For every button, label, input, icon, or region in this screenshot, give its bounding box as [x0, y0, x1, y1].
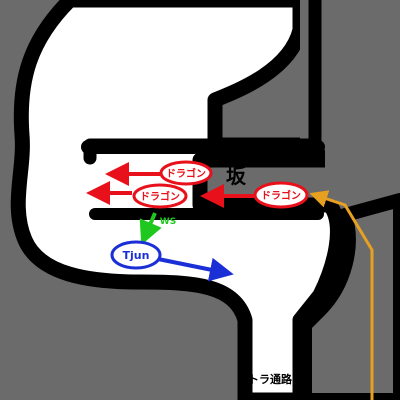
route-label: トラ通路 [248, 372, 293, 386]
tjun-arrow [157, 257, 234, 282]
dragon-label: ドラゴン [140, 190, 180, 203]
lower-right-wall [298, 193, 400, 400]
ws-arrow [139, 212, 162, 246]
tjun-marker[interactable]: Tjun [110, 240, 162, 270]
tjun-label: Tjun [123, 249, 150, 262]
dragon-label: ドラゴン [166, 167, 206, 180]
dragon-marker[interactable]: ドラゴン [253, 181, 309, 209]
dragon-marker[interactable]: ドラゴン [159, 160, 213, 186]
slope-label: 坂 [226, 164, 247, 188]
upper-right-wall [300, 0, 400, 200]
dragon-label: ドラゴン [261, 189, 301, 202]
dragon-marker[interactable]: ドラゴン [132, 183, 188, 209]
route-arrow [309, 190, 374, 400]
ws-label: WS [160, 217, 176, 227]
